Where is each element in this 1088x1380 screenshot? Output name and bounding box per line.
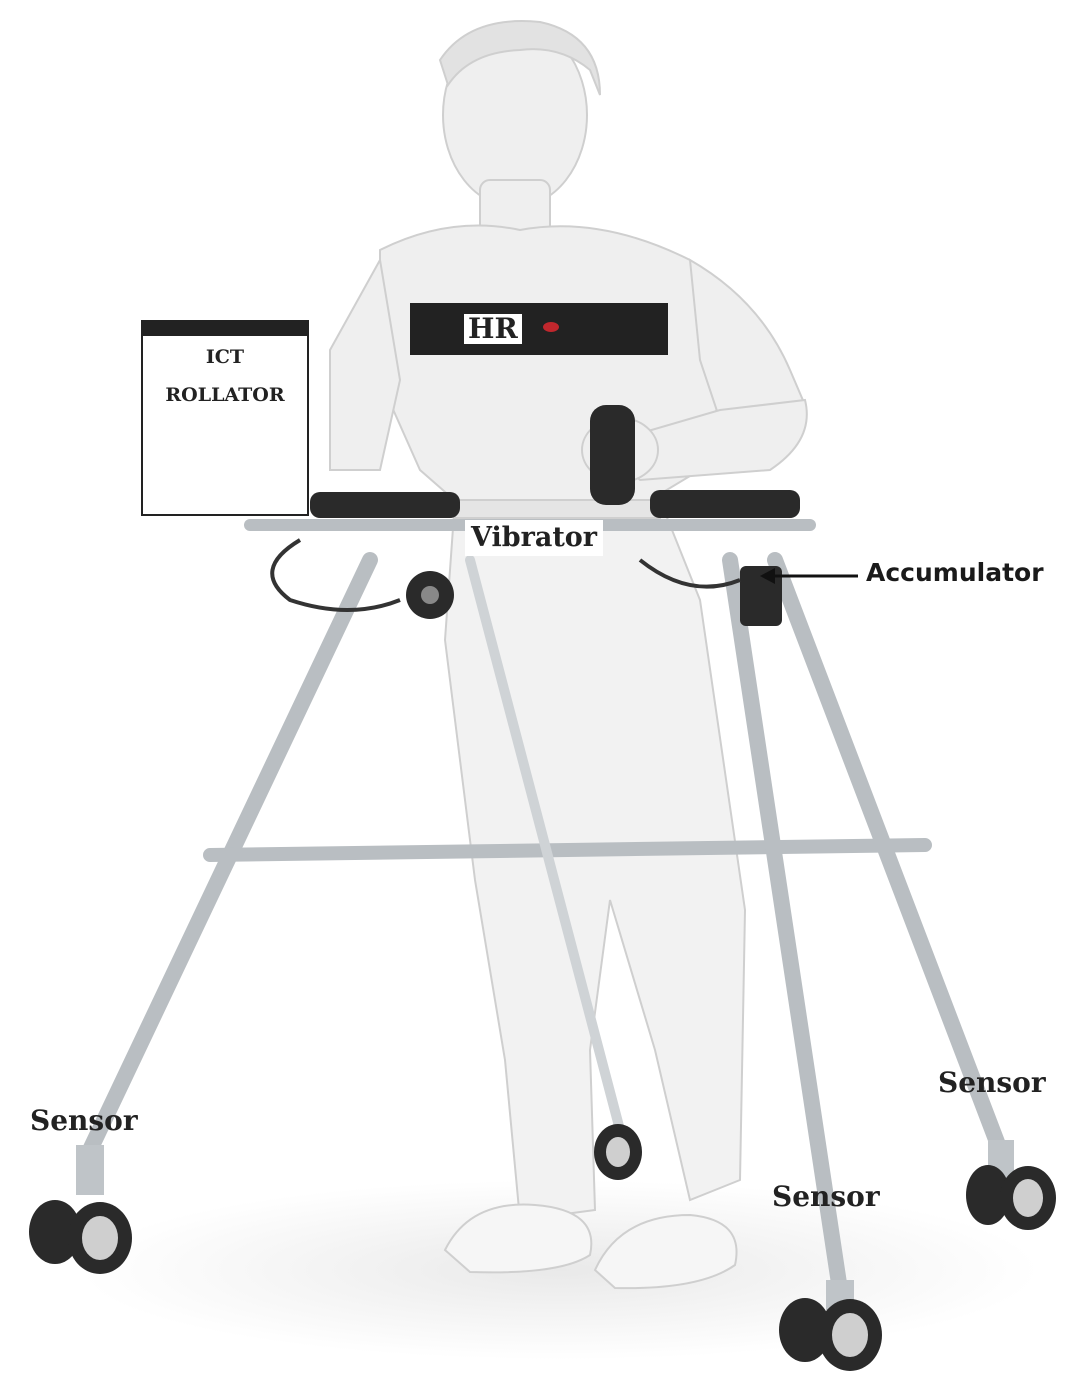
panel-top-bar — [143, 322, 307, 336]
wheel-back — [594, 1124, 642, 1180]
accumulator-arrow — [760, 568, 858, 584]
adjustment-knob — [406, 571, 454, 619]
sensor-label-right: Sensor — [938, 1066, 1046, 1099]
wheel-right — [966, 1140, 1056, 1230]
cable — [272, 540, 400, 610]
sensor-label-middle: Sensor — [772, 1180, 880, 1213]
accumulator-label: Accumulator — [866, 558, 1044, 587]
vibrator-label: Vibrator — [465, 520, 603, 556]
hr-label: HR — [464, 314, 522, 344]
ict-rollator-panel: ICT ROLLATOR — [141, 320, 309, 516]
rollator-label: ROLLATOR — [143, 384, 307, 406]
heart-indicator-icon — [541, 320, 561, 334]
wheel-left — [29, 1145, 132, 1274]
sensor-label-left: Sensor — [30, 1104, 138, 1137]
person-figure — [330, 21, 807, 1288]
heart-rate-band — [410, 303, 668, 355]
ict-label: ICT — [143, 346, 307, 368]
